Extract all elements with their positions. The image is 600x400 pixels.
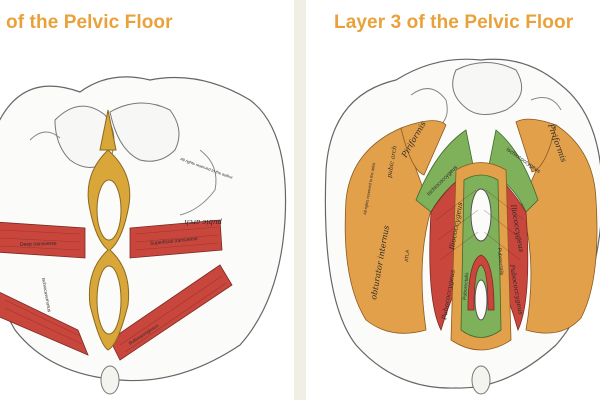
left-panel-title: 2 of the Pelvic Floor bbox=[0, 12, 173, 33]
right-ischiococcygeus bbox=[487, 129, 539, 213]
left-illustration-panel: 2 of the Pelvic Floor Deep transvers bbox=[0, 0, 294, 400]
coccyx bbox=[471, 365, 491, 395]
upper-opening bbox=[96, 179, 122, 241]
left-obturator-internus bbox=[344, 127, 432, 334]
pubic-arch-label: pubic arch bbox=[184, 218, 222, 226]
layer2-pelvic-floor-drawing: Deep transverse Superficial transverse I… bbox=[0, 76, 287, 395]
puborectalis-sling bbox=[467, 254, 495, 311]
coccyx bbox=[100, 365, 120, 395]
sacrum-outline bbox=[452, 62, 523, 115]
ischiocav-label: Ischiocavernosus bbox=[41, 277, 52, 313]
right-panel-title: Layer 3 of the Pelvic Floor bbox=[334, 12, 574, 33]
right-illustration-panel: Layer 3 of the Pelvic Floor bbox=[306, 0, 600, 400]
right-obturator-internus bbox=[520, 124, 598, 334]
layer3-pelvic-floor-drawing: Piriformis Piriformis Ischiococcygeus Is… bbox=[324, 58, 600, 395]
left-piriformis bbox=[400, 120, 447, 176]
right-piriformis bbox=[515, 118, 557, 173]
puborect-left-label: Puborectalis bbox=[462, 272, 470, 300]
lower-opening bbox=[96, 265, 122, 335]
lower-opening bbox=[474, 279, 488, 321]
upper-bone-outline bbox=[109, 102, 180, 162]
left-transverse-label: Deep transverse bbox=[20, 241, 57, 248]
right-transverse-label: Superficial transverse bbox=[150, 236, 199, 247]
panel-divider bbox=[294, 0, 306, 400]
upper-opening bbox=[470, 188, 492, 242]
arch-label: ATLA bbox=[404, 249, 411, 262]
puborect-right-label: Puborectalis bbox=[496, 248, 504, 276]
right-ischiocavernosus bbox=[109, 264, 233, 361]
